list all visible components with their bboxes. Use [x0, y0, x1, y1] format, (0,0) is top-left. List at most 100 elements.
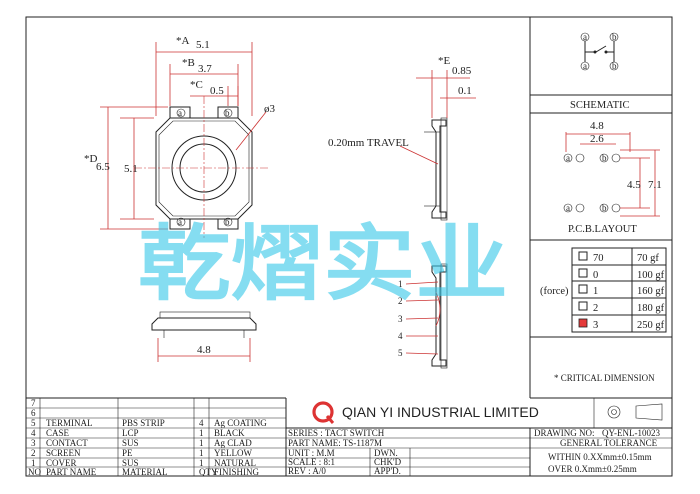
force-checkbox[interactable]	[578, 268, 588, 278]
pcb-height-outer: 7.1	[648, 179, 662, 191]
parts-cell-name: COVER	[46, 458, 77, 468]
parts-cell-no: 1	[31, 458, 36, 468]
watermark-text: 乾熠实业	[138, 217, 508, 312]
dim-e-label: *E	[438, 55, 451, 67]
schematic-pin: a	[583, 32, 587, 42]
force-label: (force)	[540, 286, 569, 297]
dim-sub-value: 0.1	[458, 85, 472, 97]
force-code: 0	[593, 270, 598, 281]
parts-cell-name: SCREEN	[46, 448, 81, 458]
terminal	[217, 106, 239, 119]
pin-label: b	[225, 217, 230, 227]
dim-d-label: *D	[84, 153, 98, 165]
force-checkbox[interactable]	[578, 251, 588, 261]
parts-cell-qty: 1	[199, 448, 204, 458]
parts-table	[26, 397, 287, 476]
dim-b-label: *B	[182, 57, 195, 69]
force-value: 100 gf	[637, 270, 665, 281]
part-callout: 2	[398, 296, 403, 306]
schematic-pin: b	[612, 61, 617, 71]
schematic-title: SCHEMATIC	[570, 100, 630, 111]
pin-label: b	[225, 108, 230, 118]
appd-field: APP'D.	[374, 466, 401, 476]
parts-cell-finish: Ag COATING	[214, 418, 267, 428]
part-callout: 1	[398, 279, 403, 289]
travel-label: 0.20mm TRAVEL	[328, 137, 409, 149]
series-field: SERIES : TACT SWITCH	[288, 428, 385, 438]
force-value: 250 gf	[637, 320, 665, 331]
force-checkbox[interactable]	[578, 284, 588, 294]
dim-e-value: 0.85	[452, 65, 472, 77]
parts-cell-qty: 1	[199, 428, 204, 438]
title-block	[286, 398, 672, 476]
force-value: 160 gf	[637, 286, 665, 297]
pcb-pin: a	[566, 153, 570, 163]
dim-d-value: 6.5	[96, 161, 110, 173]
pcb-pin: a	[566, 203, 570, 213]
dim-b-value: 3.7	[198, 63, 212, 75]
parts-cell-qty: QTY	[199, 467, 218, 477]
terminal	[169, 218, 191, 230]
parts-cell-no: 7	[31, 398, 36, 408]
side-view: *E 0.85 0.1 0.20mm TRAVEL	[328, 55, 476, 221]
tolerance-title: GENERAL TOLERANCE	[560, 438, 658, 448]
pcb-width-inner: 2.6	[590, 133, 604, 145]
parts-cell-name: TERMINAL	[46, 418, 93, 428]
schematic: a b a b	[580, 32, 619, 71]
terminal	[217, 218, 239, 230]
front-view: 4.8	[151, 311, 257, 362]
parts-cell-no: NO	[28, 467, 41, 477]
pcb-pin: b	[602, 153, 607, 163]
parts-cell-material: MATERIAL	[122, 467, 168, 477]
dim-c-value: 0.5	[210, 85, 224, 97]
tolerance-over: OVER 0.Xmm±0.25mm	[548, 464, 637, 474]
part-name-field: PART NAME: TS-1187M	[288, 438, 382, 448]
parts-cell-material: PE	[122, 448, 133, 458]
parts-cell-finish: Ag CLAD	[214, 438, 252, 448]
dim-c-label: *C	[190, 79, 203, 91]
schematic-pin: a	[583, 61, 587, 71]
force-checkbox[interactable]	[578, 301, 588, 311]
terminal	[169, 106, 191, 119]
rev-field: REV : A/0	[288, 466, 326, 476]
schematic-pin: b	[612, 32, 617, 42]
force-value: 180 gf	[637, 303, 665, 314]
pin-a-marker	[176, 108, 186, 118]
dwn-field: DWN.	[374, 448, 398, 458]
projection-symbol-icon	[607, 405, 621, 419]
unit-field: UNIT : M.M	[288, 448, 335, 458]
scale-field: SCALE : 8:1	[288, 457, 335, 467]
parts-cell-finish: YELLOW	[214, 448, 252, 458]
parts-cell-name: CASE	[46, 428, 70, 438]
force-code: 3	[593, 320, 598, 331]
parts-cell-finish: BLACK	[214, 428, 245, 438]
part-callout: 5	[398, 348, 403, 358]
parts-cell-no: 4	[31, 428, 36, 438]
parts-cell-no: 5	[31, 418, 36, 428]
company-logo	[312, 401, 334, 423]
top-view: a b a b *A 5.1 *B 3.7 *C 0.5 *D 6.5 5.1	[84, 35, 276, 238]
parts-cell-no: 6	[31, 408, 36, 418]
force-table: 70 0 1 2 3 70 gf 100 gf 160 gf 180 gf 25…	[571, 247, 667, 333]
dim-inner-value: 5.1	[124, 163, 138, 175]
pin-b-marker	[223, 217, 233, 227]
drawing-no-value: QY-ENL-10023	[602, 428, 660, 438]
parts-cell-material: SUS	[122, 458, 139, 468]
drawing-no-label: DRAWING NO:	[534, 428, 595, 438]
part-callout: 4	[398, 331, 403, 341]
dim-bottom-value: 4.8	[197, 344, 211, 356]
exploded-view: 1 2 3 4 5	[398, 263, 448, 369]
company-name: QIAN YI INDUSTRIAL LIMITED	[342, 404, 539, 420]
tolerance-within: WITHIN 0.XXmm±0.15mm	[548, 452, 652, 462]
parts-cell-no: 3	[31, 438, 36, 448]
sheet-border	[25, 16, 673, 477]
force-checkbox-selected[interactable]	[578, 318, 588, 328]
parts-cell-qty: 4	[199, 418, 204, 428]
force-code: 1	[593, 286, 598, 297]
dim-a-value: 5.1	[196, 39, 210, 51]
force-code: 70	[593, 253, 604, 264]
pcb-pin: b	[602, 203, 607, 213]
force-code: 2	[593, 303, 598, 314]
force-value: 70 gf	[637, 253, 659, 264]
